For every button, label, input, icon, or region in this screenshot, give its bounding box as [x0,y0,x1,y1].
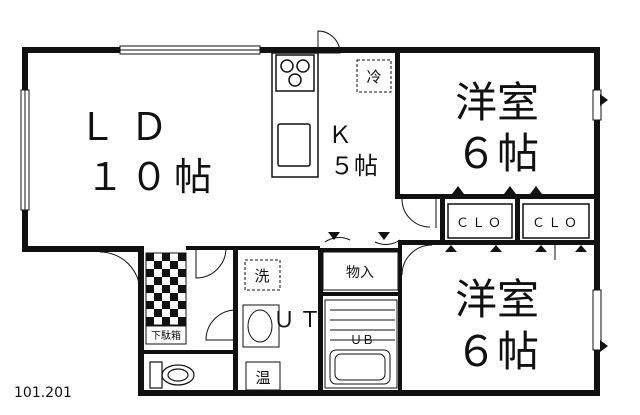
plan-code: 101.201 [14,385,72,401]
shoe-box [145,325,187,345]
ld-size: １０帖 [86,155,218,199]
clo-left-label: ＣＬＯ [456,216,504,231]
interior-walls [186,53,600,392]
shoe-box-label: 下駄箱 [151,329,181,342]
western-upper-size: ６帖 [455,129,539,178]
clo-right-label: ＣＬＯ [532,216,580,231]
fridge-label: 冷 [366,68,381,86]
washer-box [244,259,281,291]
western-lower-label: 洋室 [455,275,539,324]
ut-label: ＵＴ [273,308,325,333]
water-heater-box [245,361,281,391]
storage-box [322,251,399,291]
wash-basin [242,304,280,348]
washer-label: 洗 [254,267,269,285]
kitchen-size: ５帖 [330,152,378,180]
fridge-box [356,59,392,93]
doors [99,30,556,341]
kitchen-counter [271,52,319,178]
toilet [149,361,195,389]
western-lower-size: ６帖 [455,327,539,376]
unit-bath [324,299,398,389]
genkan-floor [145,252,187,326]
western-upper-label: 洋室 [455,78,539,127]
closet-markers [328,94,608,352]
ld-window [20,89,30,211]
ld-label: ＬＤ [78,105,182,149]
storage-label: 物入 [346,265,374,281]
ld-top-window [119,45,261,55]
toilet-wall [140,350,235,354]
kitchen-label: Ｋ [328,121,352,149]
clo-boxes [447,203,590,239]
unit-bath-label: ＵＢ [350,333,374,347]
water-heater-label: 温 [255,369,270,387]
